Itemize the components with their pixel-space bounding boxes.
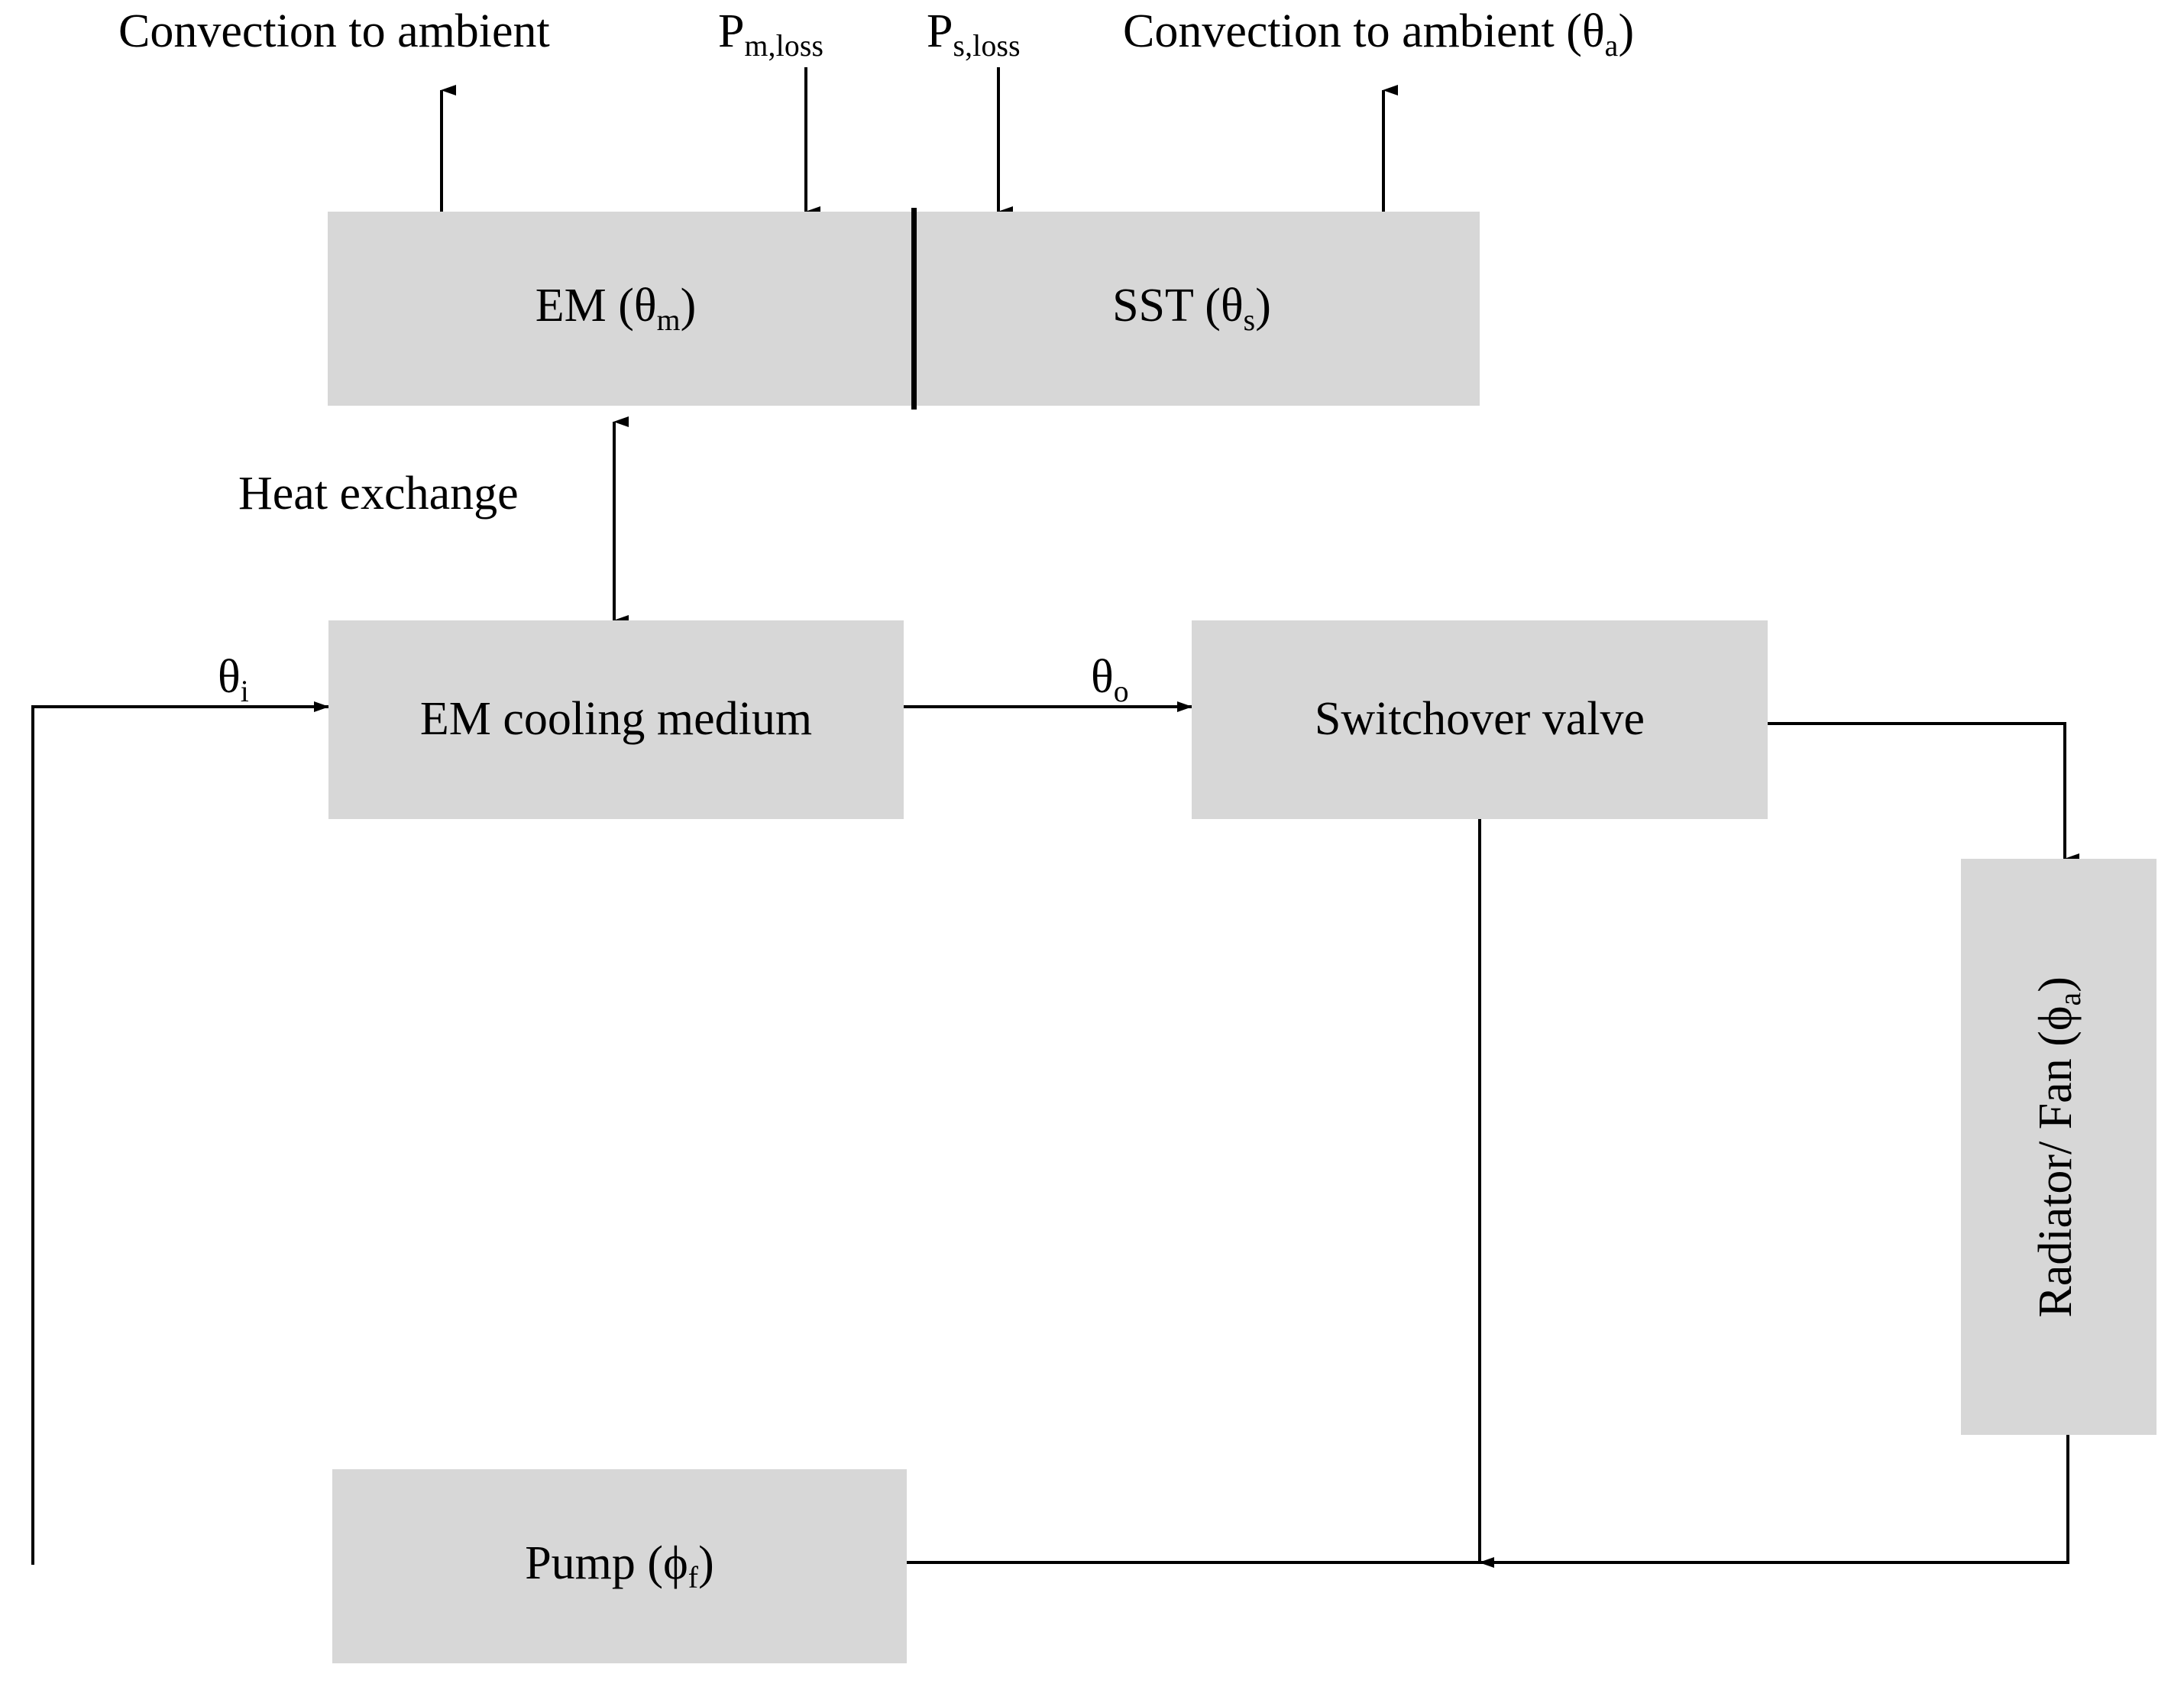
node-radiator-fan[interactable]: Radiator/ Fan (ϕa) [1961, 859, 2156, 1435]
node-em-cooling-medium[interactable]: EM cooling medium [328, 620, 904, 819]
node-switchover-valve-label: Switchover valve [1314, 693, 1645, 746]
label-convection-to-ambient-left: Convection to ambient [118, 5, 550, 57]
node-em-label: EM (θm) [535, 279, 697, 337]
em-sst-divider [911, 208, 917, 410]
node-sst[interactable]: SST (θs) [904, 279, 1480, 337]
label-theta-outlet: θo [1091, 651, 1129, 708]
node-radiator-fan-label: Radiator/ Fan (ϕa) [2029, 976, 2087, 1318]
node-pump[interactable]: Pump (ϕf) [332, 1469, 907, 1663]
wire-radiator-return [892, 1435, 2069, 1568]
label-p-s-loss: Ps,loss [927, 5, 1021, 63]
node-pump-label: Pump (ϕf) [525, 1536, 714, 1595]
label-p-m-loss: Pm,loss [718, 5, 824, 63]
wire-valve-to-radiator [1768, 722, 2079, 864]
node-em[interactable]: EM (θm) [328, 279, 904, 337]
label-theta-inlet: θi [218, 651, 249, 708]
node-sst-label: SST (θs) [1112, 279, 1271, 337]
node-switchover-valve[interactable]: Switchover valve [1192, 620, 1768, 819]
label-heat-exchange: Heat exchange [238, 468, 519, 520]
label-convection-to-ambient-right: Convection to ambient (θa) [1123, 5, 1635, 63]
node-em-cooling-medium-label: EM cooling medium [419, 693, 813, 746]
node-em-sst-block[interactable]: EM (θm) SST (θs) [328, 212, 1480, 406]
wire-pump-to-cooling [31, 701, 329, 1565]
